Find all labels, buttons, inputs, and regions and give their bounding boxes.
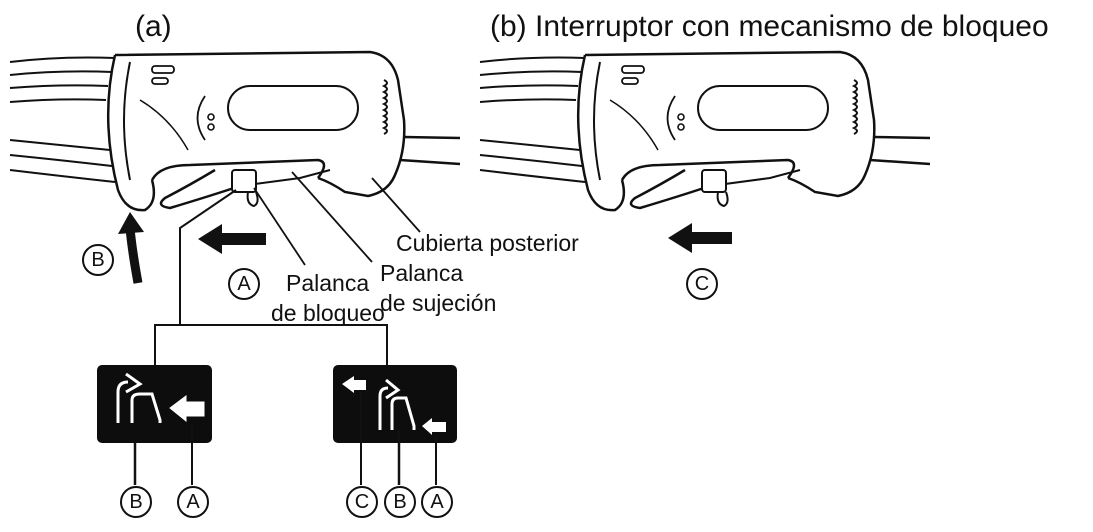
tool-illustration-b (478, 50, 932, 212)
marker-a: A (228, 268, 260, 300)
lock-lever-label-leader (253, 187, 306, 266)
left-arrow-icon (198, 224, 266, 254)
panel-right-marker-c: C (346, 486, 378, 518)
bent-arrow-icon (378, 378, 416, 430)
back-cover-label: Cubierta posterior (396, 230, 579, 256)
clamp-lever-label-line1: Palanca (380, 260, 464, 286)
marker-b: B (82, 244, 114, 276)
panel-right-marker-b: B (384, 486, 416, 518)
panel-right-marker-a: A (421, 486, 453, 518)
small-left-arrow-icon (169, 395, 205, 423)
bracket-tree (154, 324, 388, 365)
small-left-arrow-icon (342, 376, 366, 393)
back-cover-leader (371, 177, 421, 233)
clamp-lever-leader (291, 171, 373, 263)
panel-left-marker-a: A (177, 486, 209, 518)
left-arrow-icon (668, 223, 732, 253)
lock-lever-leader (179, 189, 237, 325)
clamp-lever-label-line2: de sujeción (380, 290, 497, 316)
lock-lever-label-line2: de bloqueo (271, 300, 385, 326)
panel-left-marker-b: B (120, 486, 152, 518)
tool-illustration-a (8, 50, 462, 212)
marker-c: C (686, 268, 718, 300)
title-b: (b) Interruptor con mecanismo de bloqueo (490, 10, 1049, 43)
bent-arrow-icon (116, 372, 162, 423)
title-a: (a) (135, 10, 172, 43)
small-left-arrow-icon (422, 418, 446, 435)
lock-lever-label-line1: Palanca (286, 270, 370, 296)
curved-up-arrow-icon (118, 212, 144, 284)
